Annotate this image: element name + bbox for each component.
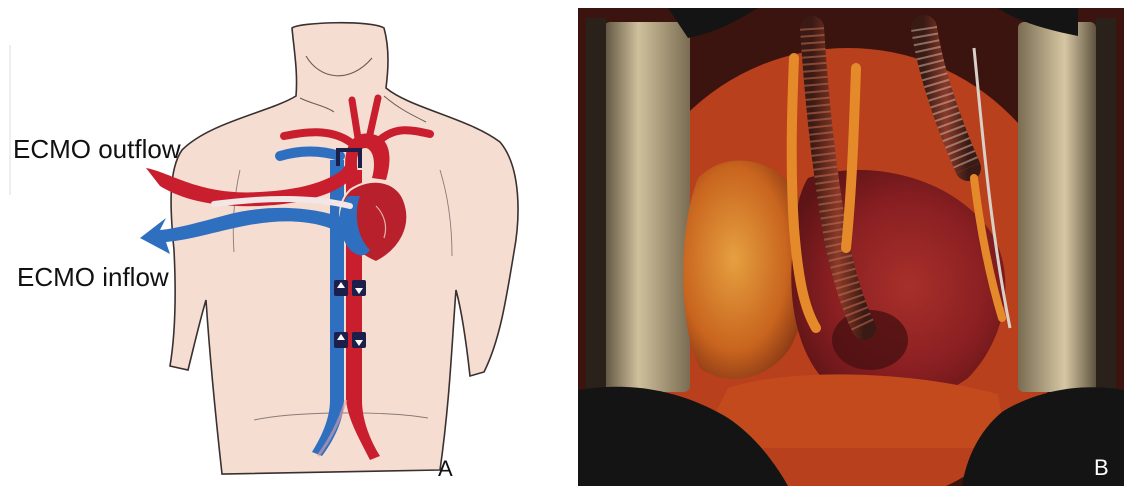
panel-a-illustration: ECMO outflow ECMO inflow — [0, 0, 560, 488]
retractor-blade-right — [1018, 22, 1096, 392]
ecmo-inflow-label: ECMO inflow — [17, 262, 169, 293]
retractor-frame-right — [1096, 18, 1116, 398]
panel-a-letter: A — [438, 456, 453, 482]
panel-b-letter: B — [1094, 455, 1109, 481]
surgical-field-image — [578, 8, 1124, 486]
panel-b-surgical-photo — [578, 8, 1124, 486]
ecmo-diagram — [0, 0, 560, 488]
ecmo-outflow-label: ECMO outflow — [13, 134, 181, 165]
retractor-frame-left — [586, 18, 606, 398]
brachiocephalic-vein — [280, 152, 340, 157]
retractor-blade-left — [604, 22, 690, 392]
